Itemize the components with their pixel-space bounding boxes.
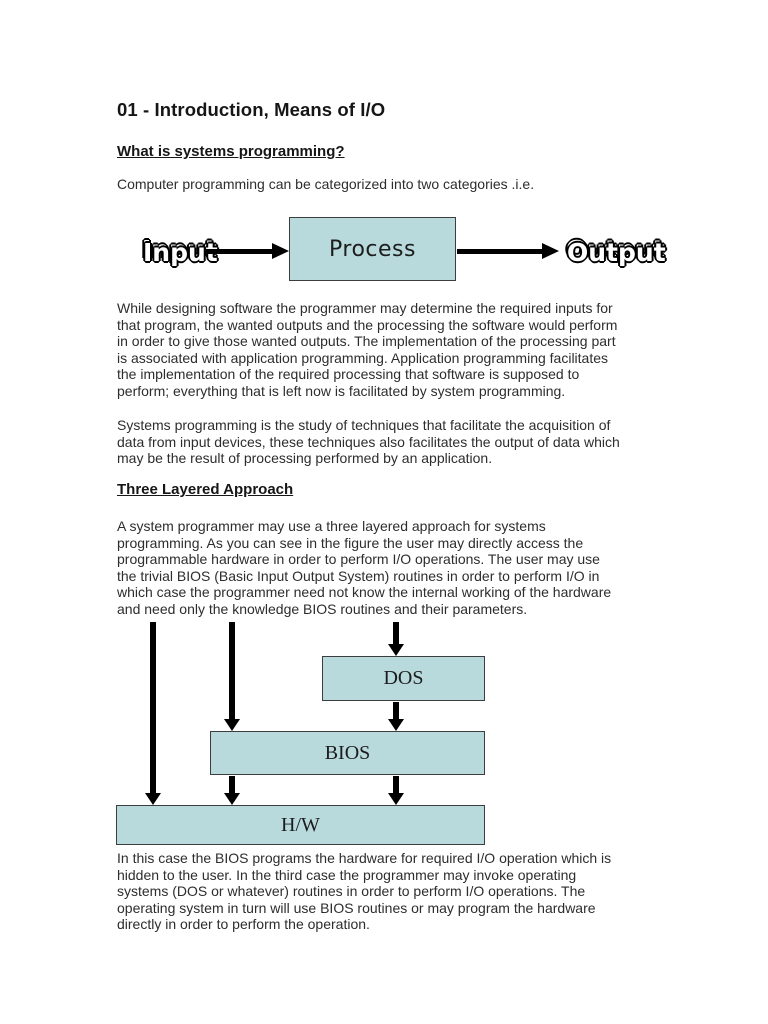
process-box-label: Process [329,236,416,262]
heading-what-is-systems-programming: What is systems programming? [117,143,345,160]
page-title: 01 - Introduction, Means of I/O [117,99,386,120]
process-box: Process [289,217,456,281]
arrow-right-icon [272,243,289,259]
paragraph-design: While designing software the programmer … [117,300,618,399]
hw-box: H/W [116,805,485,845]
arrow-right-icon [542,243,559,259]
dos-to-bios-arrow-line [393,702,399,720]
arrow-down-icon [224,719,240,731]
user-to-hw-arrow-line [150,622,156,794]
input-wordart-label: Input Input [142,235,218,267]
arrow-down-icon [145,793,161,805]
output-wordart-label: Output Output [566,235,666,267]
arrow-down-icon [388,644,404,656]
dos-box: DOS [322,656,485,701]
input-arrow-line [205,249,273,254]
user-to-dos-arrow-line [393,622,399,645]
output-arrow-line [457,249,542,254]
arrow-down-icon [388,793,404,805]
paragraph-systems: Systems programming is the study of tech… [117,417,620,466]
bios-to-hw-arrow-line [229,776,235,794]
bios-box: BIOS [210,731,485,775]
paragraph-bios: In this case the BIOS programs the hardw… [117,850,612,932]
paragraph-intro: Computer programming can be categorized … [117,176,535,192]
arrow-down-icon [388,719,404,731]
bios-box-label: BIOS [324,741,371,764]
hw-box-label: H/W [281,813,320,836]
heading-three-layered-approach: Three Layered Approach [117,481,294,498]
arrow-down-icon [224,793,240,805]
dos-box-label: DOS [383,667,424,689]
bios-to-hw-arrow-line [393,776,399,794]
user-to-bios-arrow-line [229,622,235,720]
paragraph-layered: A system programmer may use a three laye… [117,518,612,617]
